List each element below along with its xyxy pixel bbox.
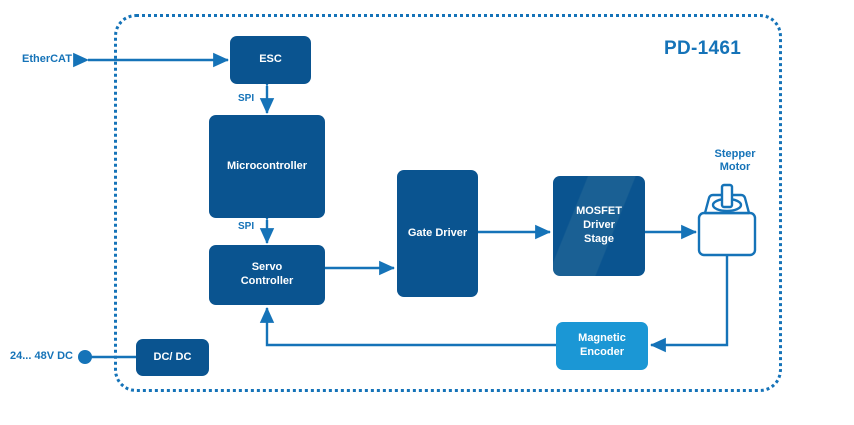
wire-encoder-servo bbox=[259, 307, 556, 347]
wire-motor-encoder bbox=[650, 254, 729, 353]
device-title: PD-1461 bbox=[664, 38, 742, 59]
device-enclosure-boundary bbox=[114, 14, 782, 392]
signal-label-spi-mcu-servo: SPI bbox=[238, 221, 255, 232]
port-label-ethercat: EtherCAT bbox=[22, 53, 72, 65]
port-label-power-input: 24... 48V DC bbox=[10, 350, 73, 362]
signal-label-spi-esc-mcu: SPI bbox=[238, 93, 255, 104]
stepper-motor-label: Stepper Motor bbox=[714, 148, 756, 174]
wire-power-dcdc bbox=[78, 350, 136, 364]
